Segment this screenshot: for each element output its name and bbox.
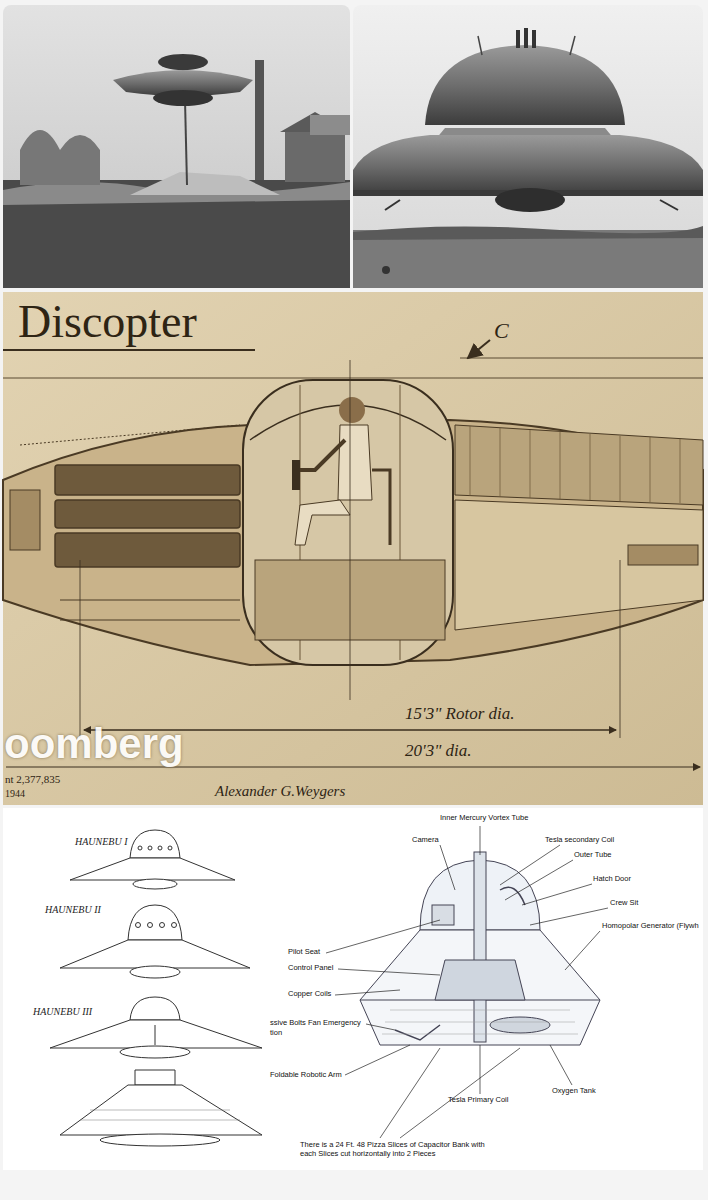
- part-label: Camera: [412, 836, 439, 845]
- patent-number: nt 2,377,835: [5, 773, 60, 786]
- title: Discopter: [18, 296, 197, 349]
- part-label: Tesla Primary Coil: [448, 1096, 508, 1105]
- photo-right: [353, 5, 703, 288]
- inventor-name: Alexander G.Weygers: [215, 783, 345, 800]
- part-label: Inner Mercury Vortex Tube: [440, 814, 528, 823]
- photo-left: [3, 5, 350, 288]
- discopter-patent: [3, 292, 703, 805]
- leader-lines: [326, 826, 608, 1138]
- part-label: tion: [270, 1029, 282, 1038]
- note: There is a 24 Ft. 48 Pizza Slices of Cap…: [300, 1141, 500, 1158]
- part-label: Copper Coils: [288, 990, 331, 999]
- model-name: HAUNEBU II: [45, 904, 101, 916]
- cutaway-craft: [360, 852, 600, 1045]
- part-label: Control Panel: [288, 964, 333, 973]
- model-name: HAUNEBU I: [75, 836, 128, 848]
- part-label: Foldable Robotic Arm: [270, 1071, 342, 1080]
- part-label: Homopolar Generator (Flywh: [602, 922, 699, 931]
- part-label: Hatch Door: [593, 875, 631, 884]
- model-name: HAUNEBU III: [33, 1006, 92, 1018]
- part-label: Crew Sit: [610, 899, 638, 908]
- part-label: Oxygen Tank: [552, 1087, 596, 1096]
- part-label: Tesla secondary Coil: [545, 836, 614, 845]
- part-label: ssive Bolts Fan Emergency: [270, 1019, 361, 1028]
- part-label: Outer Tube: [574, 851, 612, 860]
- watermark: oomberg: [4, 720, 184, 768]
- patent-year: 1944: [5, 788, 25, 800]
- haunebu-drawings: [3, 808, 703, 1170]
- part-label: Pilot Seat: [288, 948, 320, 957]
- callout-letter: C: [494, 318, 509, 343]
- dimension: 15'3" Rotor dia.: [405, 704, 514, 724]
- dimension: 20'3" dia.: [405, 741, 472, 761]
